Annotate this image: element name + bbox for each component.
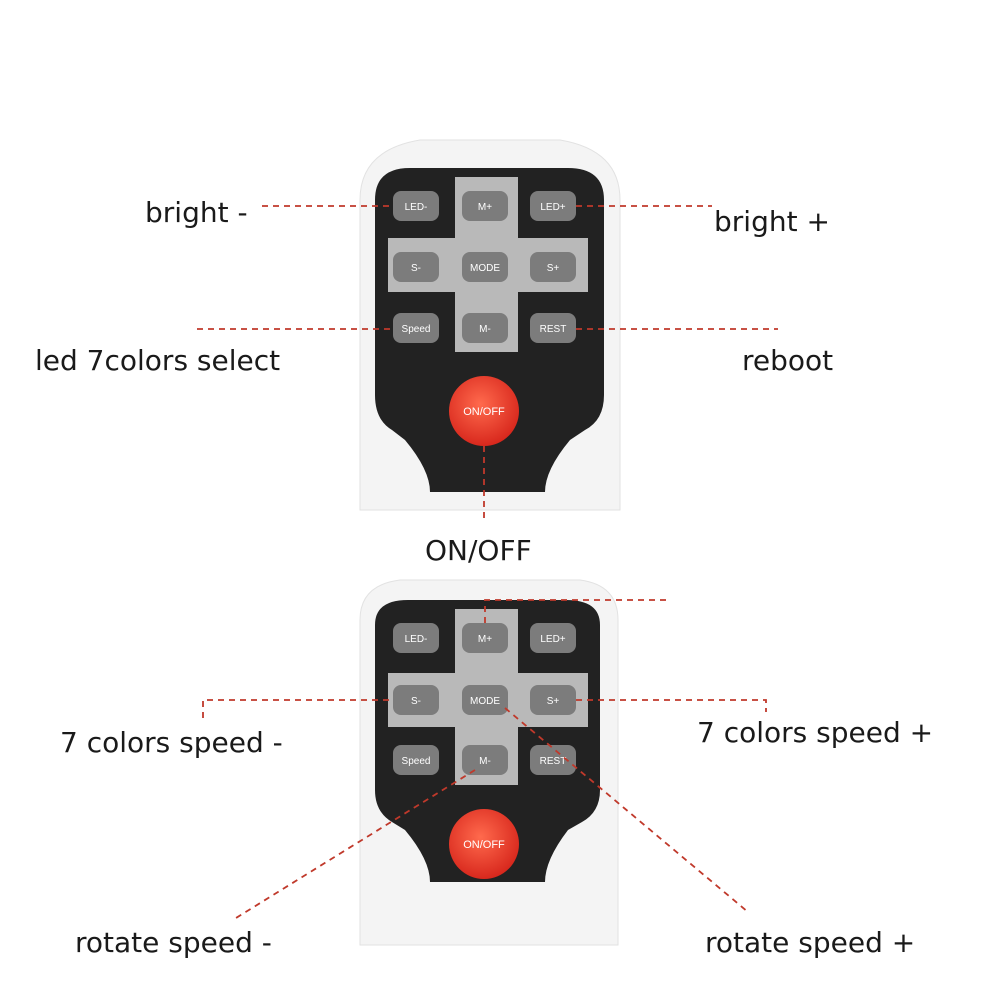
bottom-leader-lines	[202, 599, 767, 919]
bottom-s-plus-button[interactable]: S+	[530, 685, 576, 715]
bottom-rest-label: REST	[540, 756, 567, 767]
top-m-minus-button[interactable]: M-	[462, 313, 508, 343]
top-s-minus-button[interactable]: S-	[393, 252, 439, 282]
bottom-s-minus-button[interactable]: S-	[393, 685, 439, 715]
top-s-plus-label: S+	[547, 263, 560, 274]
bottom-m-plus-button[interactable]: M+	[462, 623, 508, 653]
top-m-plus-label: M+	[478, 202, 492, 213]
callout-on-off: ON/OFF	[425, 534, 532, 567]
top-on-off-button[interactable]: ON/OFF	[449, 376, 519, 446]
bottom-led-plus-label: LED+	[540, 634, 565, 645]
bottom-speed-button[interactable]: Speed	[393, 745, 439, 775]
callout-reboot: reboot	[742, 344, 833, 377]
top-rest-button[interactable]: REST	[530, 313, 576, 343]
callout-bright-minus: bright -	[145, 196, 248, 229]
top-led-minus-label: LED-	[405, 202, 428, 213]
callout-colors-speed-plus: 7 colors speed +	[697, 716, 933, 749]
bottom-led-minus-label: LED-	[405, 634, 428, 645]
bottom-mode-button[interactable]: MODE	[462, 685, 508, 715]
bottom-s-minus-label: S-	[411, 696, 421, 707]
bottom-rest-button[interactable]: REST	[530, 745, 576, 775]
leader-m-plus-top	[484, 599, 668, 623]
bottom-mode-label: MODE	[470, 696, 500, 707]
bottom-led-plus-button[interactable]: LED+	[530, 623, 576, 653]
callout-rotate-speed-minus: rotate speed -	[75, 926, 272, 959]
bottom-speed-label: Speed	[402, 756, 431, 767]
leader-rotate-speed-plus	[504, 707, 749, 913]
bottom-on-off-label: ON/OFF	[463, 839, 505, 851]
top-led-plus-button[interactable]: LED+	[530, 191, 576, 221]
leader-colors-speed-plus	[576, 699, 767, 712]
bottom-on-off-button[interactable]: ON/OFF	[449, 809, 519, 879]
callout-led-colors-select: led 7colors select	[35, 344, 280, 377]
top-m-plus-button[interactable]: M+	[462, 191, 508, 221]
callout-colors-speed-minus: 7 colors speed -	[60, 726, 283, 759]
leader-colors-speed-minus	[202, 699, 393, 718]
top-speed-label: Speed	[402, 324, 431, 335]
top-s-minus-label: S-	[411, 263, 421, 274]
bottom-led-minus-button[interactable]: LED-	[393, 623, 439, 653]
bottom-remote: LED- M+ LED+ S- MODE S+ Speed M-	[359, 579, 619, 946]
top-remote: LED- M+ LED+ S- MODE S+ Speed M-	[359, 139, 621, 511]
top-led-plus-label: LED+	[540, 202, 565, 213]
top-led-minus-button[interactable]: LED-	[393, 191, 439, 221]
bottom-s-plus-label: S+	[547, 696, 560, 707]
top-leader-lines	[197, 205, 778, 520]
callout-rotate-speed-plus: rotate speed +	[705, 926, 915, 959]
callout-bright-plus: bright +	[714, 205, 830, 238]
top-mode-label: MODE	[470, 263, 500, 274]
top-rest-label: REST	[540, 324, 567, 335]
top-mode-button[interactable]: MODE	[462, 252, 508, 282]
top-on-off-label: ON/OFF	[463, 406, 505, 418]
top-m-minus-label: M-	[479, 324, 491, 335]
leader-rotate-speed-minus	[235, 769, 476, 919]
bottom-m-plus-label: M+	[478, 634, 492, 645]
bottom-m-minus-button[interactable]: M-	[462, 745, 508, 775]
bottom-m-minus-label: M-	[479, 756, 491, 767]
top-s-plus-button[interactable]: S+	[530, 252, 576, 282]
top-speed-button[interactable]: Speed	[393, 313, 439, 343]
